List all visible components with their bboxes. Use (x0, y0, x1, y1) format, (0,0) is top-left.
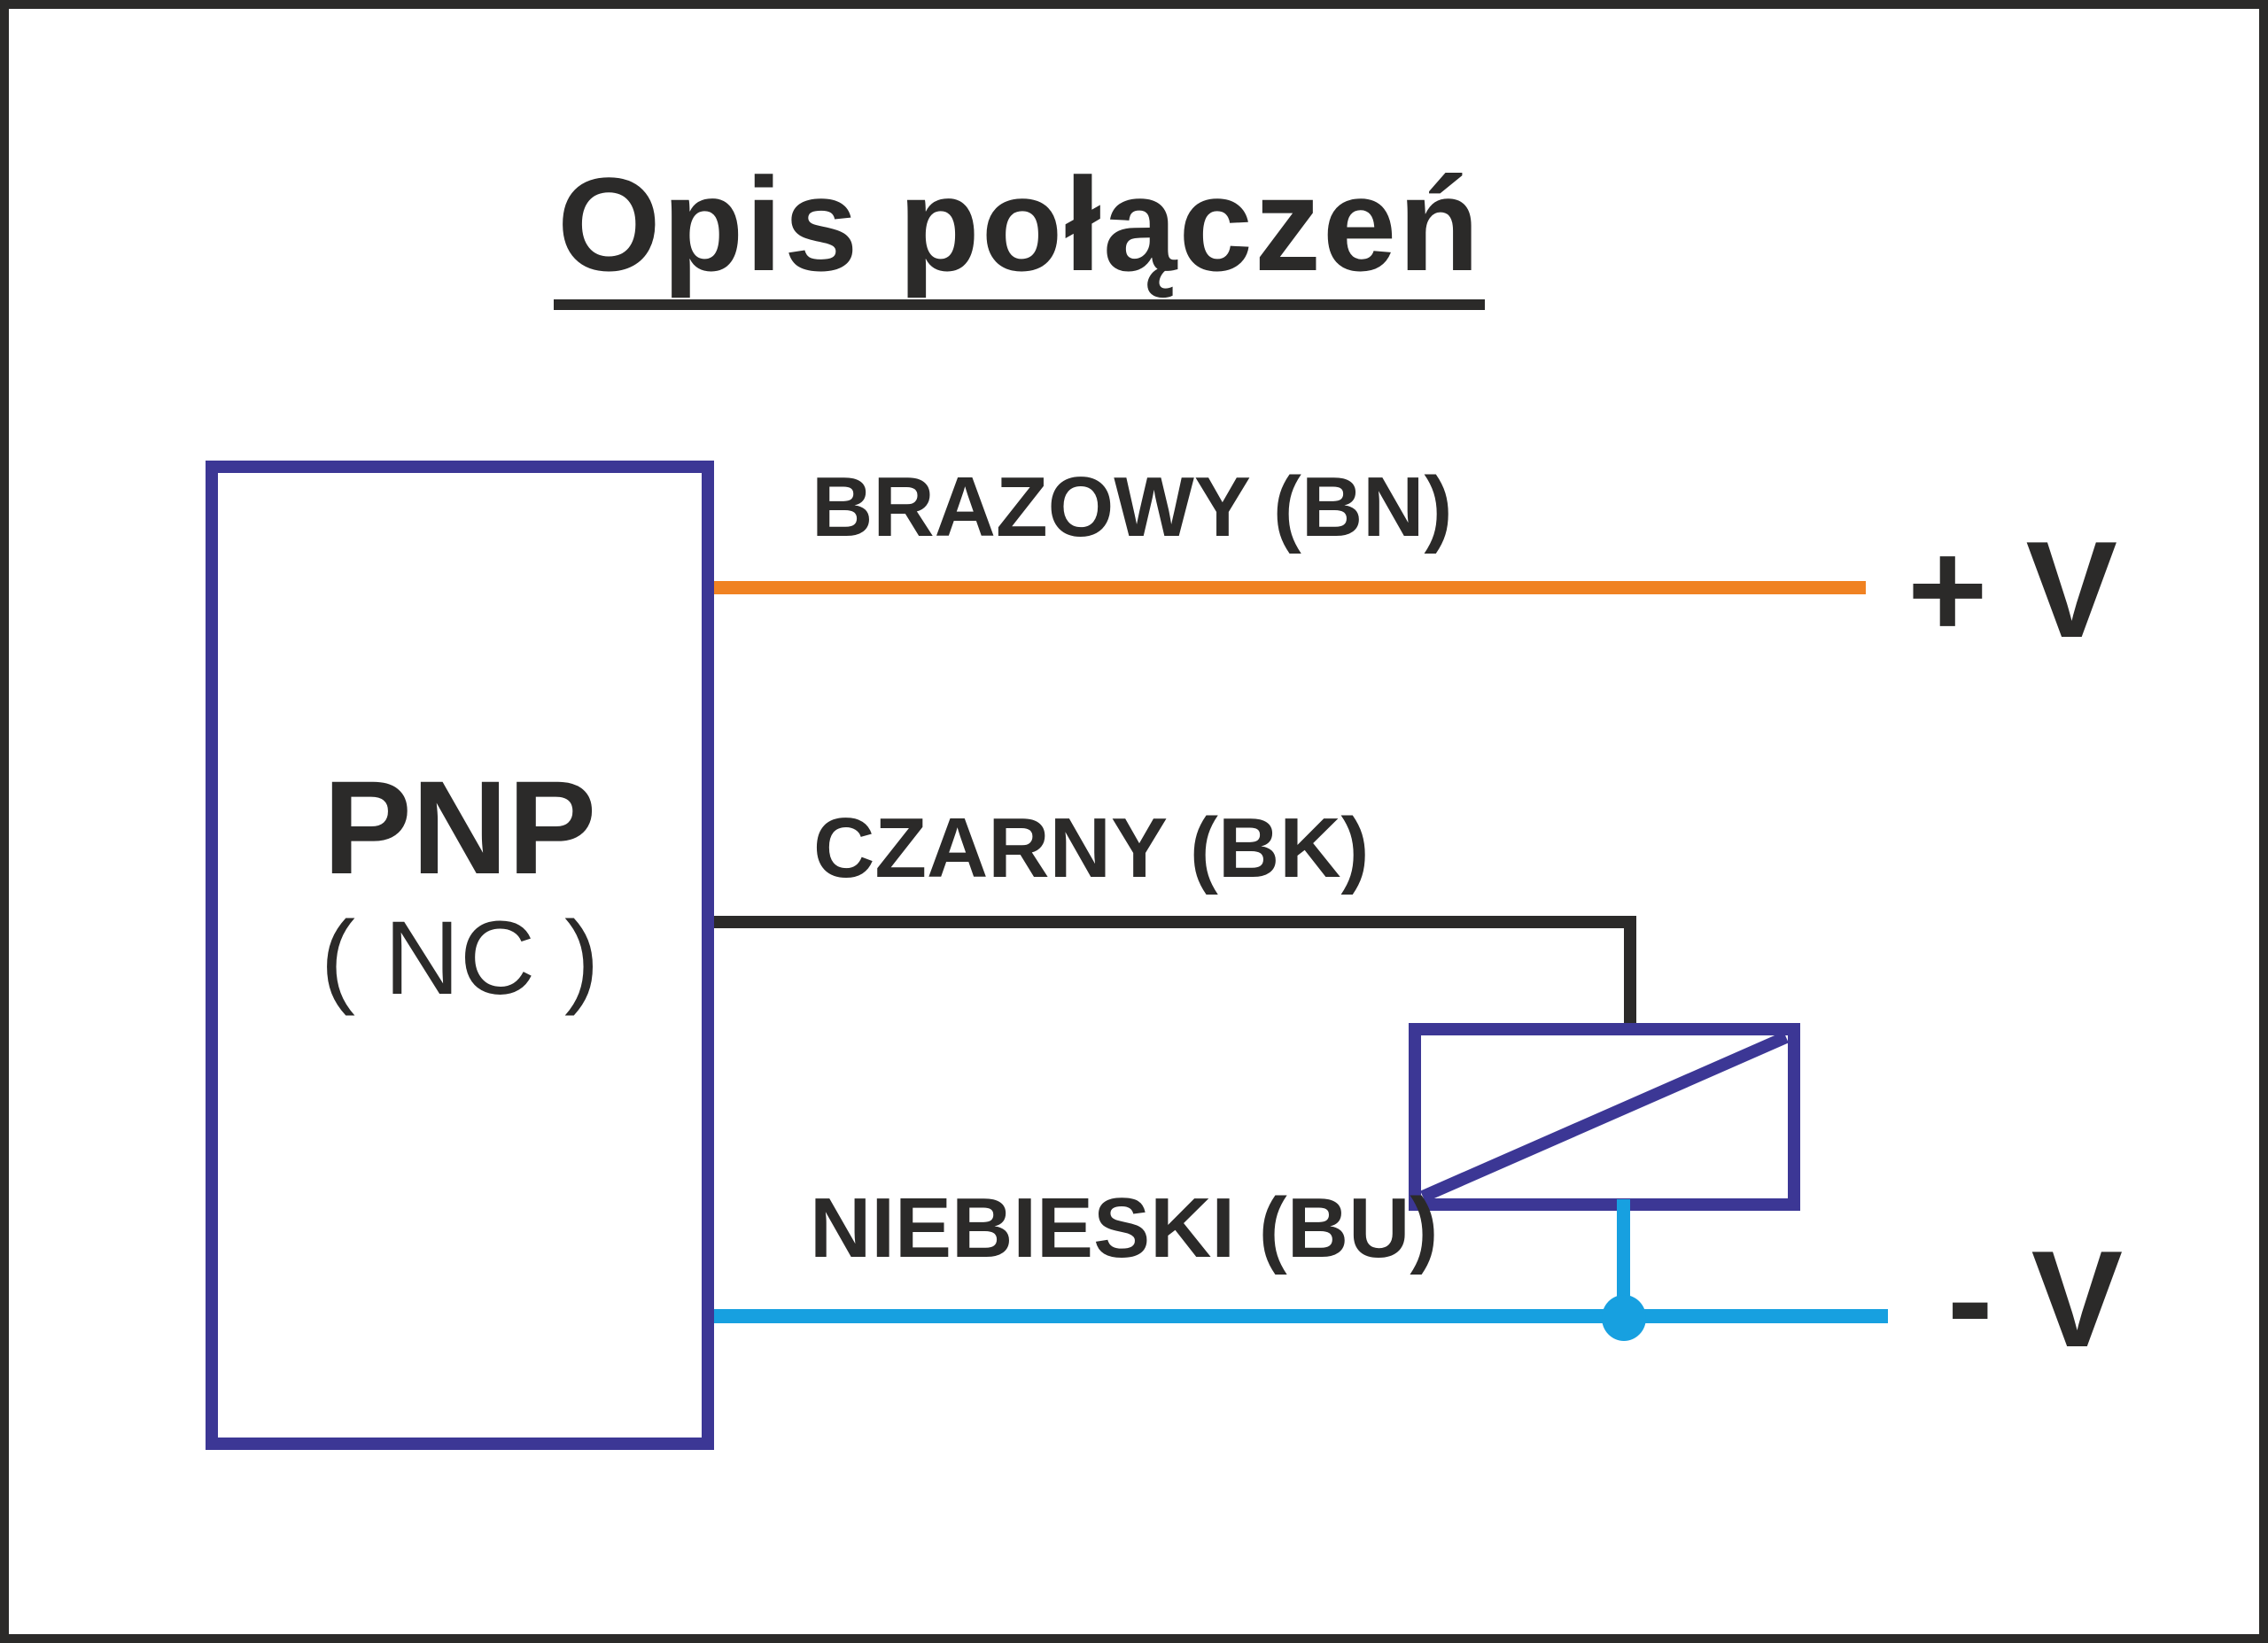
brown-wire-label: BRAZOWY (BN) (812, 460, 1453, 554)
load-symbol (1409, 1023, 1800, 1211)
blue-wire (714, 1309, 1888, 1323)
sensor-mode-label: ( NC ) (320, 900, 600, 1017)
junction-dot (1602, 1295, 1646, 1341)
black-wire-vertical-segment (1624, 916, 1636, 1035)
blue-wire-stub (1617, 1199, 1630, 1323)
brown-wire (714, 581, 1866, 594)
diagram-title: Opis połączeń (554, 158, 1485, 310)
blue-wire-label: NIEBIESKI (BU) (810, 1181, 1439, 1275)
negative-terminal-label: - V (1947, 1222, 2124, 1376)
sensor-box: PNP ( NC ) (206, 461, 714, 1450)
load-diagonal-line (1421, 1035, 1788, 1198)
sensor-label-block: PNP ( NC ) (218, 761, 702, 1011)
black-wire-label: CZARNY (BK) (813, 801, 1370, 895)
sensor-type-label: PNP (322, 753, 597, 902)
black-wire (714, 916, 1636, 928)
positive-terminal-label: + V (1907, 513, 2117, 666)
load-diagonal-svg (1421, 1035, 1788, 1198)
